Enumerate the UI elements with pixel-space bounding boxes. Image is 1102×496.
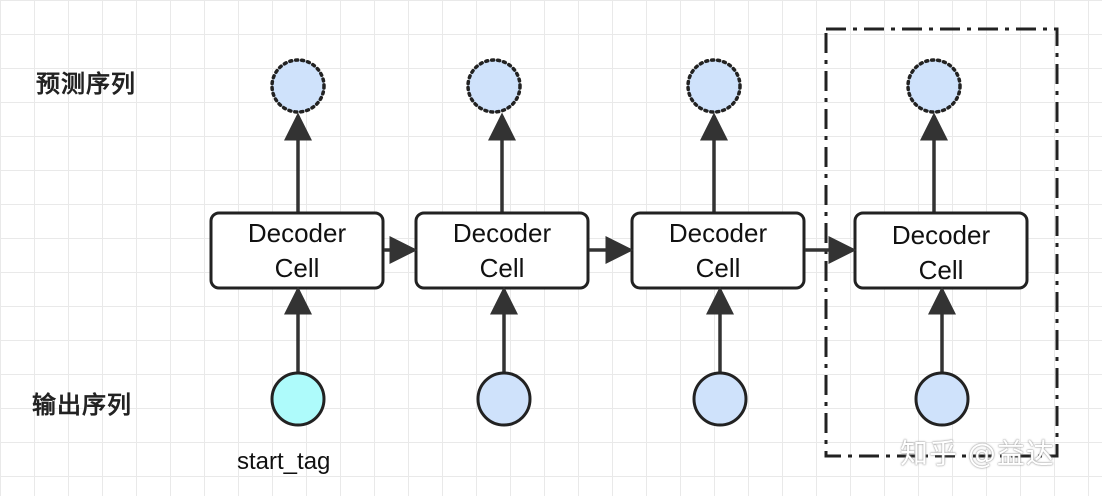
output-node-3 xyxy=(692,371,748,427)
output-row-label: 输出序列 xyxy=(32,391,132,419)
decoder-cell-3-line1: Decoder xyxy=(668,218,768,248)
start-tag-label: start_tag xyxy=(237,448,331,475)
decoder-cell-4-text: Decoder Cell xyxy=(855,218,1027,288)
decoder-cell-2-line2: Cell xyxy=(479,253,525,283)
decoder-cell-2-text: Decoder Cell xyxy=(416,216,588,286)
decoder-cell-2-line1: Decoder xyxy=(452,218,552,248)
output-node-4 xyxy=(914,371,970,427)
prediction-node-4 xyxy=(906,58,962,114)
prediction-row-label: 预测序列 xyxy=(36,70,136,98)
prediction-node-3 xyxy=(686,58,742,114)
decoder-cell-3-line2: Cell xyxy=(695,253,741,283)
decoder-cell-4-line2: Cell xyxy=(918,255,964,285)
output-node-2 xyxy=(476,371,532,427)
decoder-cell-1-text: Decoder Cell xyxy=(211,216,383,286)
start-tag-node xyxy=(270,371,326,427)
watermark: 知乎 @益达 xyxy=(900,437,1055,470)
decoder-cell-4-line1: Decoder xyxy=(891,220,991,250)
prediction-node-2 xyxy=(466,58,522,114)
prediction-node-1 xyxy=(270,58,326,114)
decoder-cell-3-text: Decoder Cell xyxy=(632,216,804,286)
decoder-cell-1-line2: Cell xyxy=(274,253,320,283)
highlight-frame xyxy=(824,27,1059,458)
decoder-cell-1-line1: Decoder xyxy=(247,218,347,248)
